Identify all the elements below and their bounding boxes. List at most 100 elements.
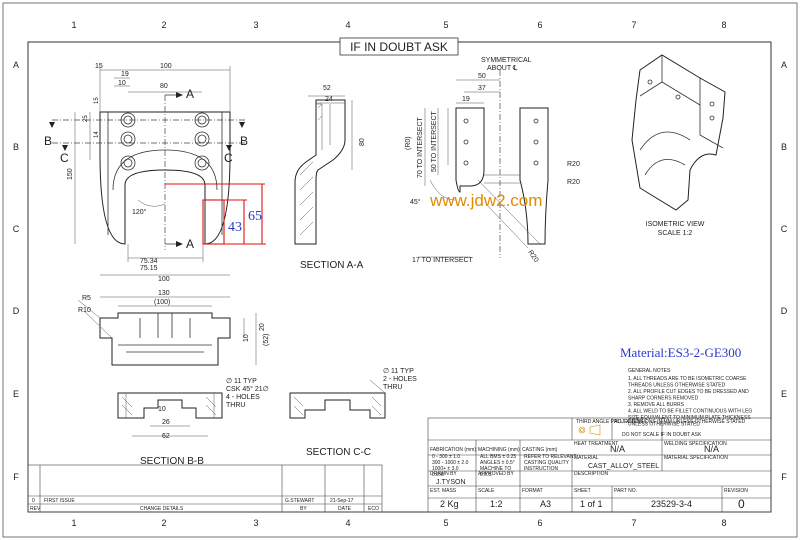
machining-label: MACHINING (mm) [478,447,520,453]
grid-column-label-top: 6 [537,20,542,30]
title-block-lines [27,417,772,513]
section-bb-callout-2: CSK 45° 21∅ [226,385,269,393]
dim-10: 10 [118,80,126,87]
dim-75-15: 75.15 [140,265,158,272]
section-arrow-label-c-left: C [60,151,69,165]
revision-header-rev: REV [30,506,41,512]
heat-treatment-value: N/A [610,444,625,454]
grid-row-label-left: D [13,306,20,316]
projection-label: THIRD ANGLE PROJECTION [576,419,643,425]
bottom-view [77,296,257,366]
dim-100-top: 100 [160,63,172,70]
section-bb-dim-10: 10 [158,406,166,413]
approved-by-label: APPROVED BY [478,471,515,477]
isometric-title-line2: SCALE 1:2 [658,230,693,237]
revision-row-by: G.STEWART [285,498,314,504]
revision-row-details: FIRST ISSUE [44,498,75,504]
side-view-dim-50: 50 [478,73,486,80]
side-view-dim-17: 17 TO INTERSECT [412,257,474,264]
sheet-label: SHEET [574,488,591,494]
grid-column-label-top: 5 [443,20,448,30]
grid-column-label-top: 7 [631,20,636,30]
drawn-by-value: J.TYSON [436,479,466,486]
dim-19: 19 [121,71,129,78]
dim-15: 15 [95,63,103,70]
grid-column-label-bottom: 2 [161,518,166,528]
scale-label: SCALE [478,488,495,494]
symmetry-note-line1: SYMMETRICAL [481,57,532,64]
section-cc-callout-2: 2 - HOLES [383,376,417,383]
general-notes-heading: GENERAL NOTES [628,368,671,374]
revision-value: 0 [738,497,745,511]
est-mass-label: EST. MASS [430,488,457,494]
section-aa-view [294,95,353,245]
machining-line: MACHINE TO [480,466,511,472]
section-arrow-label-c-right: C [224,151,233,165]
general-note-line: 1. ALL THREADS ARE TO BE ISOMETRIC COARS… [628,376,747,382]
side-view-r20-lower: R20 [526,249,539,264]
material-spec-label: MATERIAL SPECIFICATION [664,455,728,461]
grid-row-label-right: F [781,472,787,482]
dims-in-mm-note: ALL DIMENSIONS IN MM UNLESS OTHERWISE ST… [614,419,746,425]
casting-line: CASTING QUALITY [524,460,570,466]
general-note-line: SHARP CORNERS REMOVED [628,396,699,402]
grid-column-label-bottom: 6 [537,518,542,528]
side-view-dim-19: 19 [462,96,470,103]
grid-column-label-top: 3 [253,20,258,30]
est-mass-value: 2 Kg [440,499,459,509]
grid-row-label-left: C [13,224,20,234]
revision-header-eco: ECO [368,506,379,512]
general-note-line: THREADS UNLESS OTHERWISE STATED [628,383,726,389]
header-note: IF IN DOUBT ASK [350,40,448,54]
section-bb-callout-4: THRU [226,402,245,409]
red-dim-65: 65 [248,209,262,224]
format-label: FORMAT [522,488,543,494]
grid-column-label-top: 4 [345,20,350,30]
section-bb-dim-62: 62 [162,433,170,440]
revision-header-date: DATE [338,506,352,512]
dim-75-34: 75.34 [140,258,158,265]
format-value: A3 [540,499,551,509]
dim-25: 25 [83,115,89,122]
symmetry-note-line2: ABOUT ℄ [487,65,518,72]
do-not-scale-note: DO NOT SCALE IF IN DOUBT ASK [622,432,702,438]
grid-row-label-left: F [13,472,19,482]
section-cc-title: SECTION C-C [306,447,371,458]
side-view-r20-upper: R20 [567,161,580,168]
isometric-title-line1: ISOMETRIC VIEW [646,221,705,228]
section-aa-title: SECTION A-A [300,260,364,271]
machining-line: ALL BMS ± 0.25 [480,454,516,460]
front-view [49,66,266,276]
part-no-label: PART NO. [614,488,637,494]
grid-column-label-bottom: 8 [721,518,726,528]
front-view-labels: 15 100 19 10 80 25 15 14 150 120° 75.34 … [44,63,262,283]
part-no-value: 23529-3-4 [651,499,692,509]
section-arrow-label-a-bottom: A [186,237,194,251]
section-bb-title: SECTION B-B [140,456,204,467]
section-arrow-label-a-top: A [186,87,194,101]
description-label: DESCRIPTION [574,471,609,477]
side-view-r20-mid: R20 [567,179,580,186]
fabrication-line: 0.0.0. [432,472,445,478]
grid-row-label-right: E [781,389,787,399]
revision-row-rev: 0 [32,498,35,504]
side-view-dim-70: 70 TO INTERSECT [417,116,424,178]
grid-row-label-right: B [781,142,787,152]
general-note-line: 3. REMOVE ALL BURRS [628,402,685,408]
isometric-view [631,54,726,211]
dim-80: 80 [160,83,168,90]
watermark: www.jdw2.com [429,191,542,210]
section-arrow-label-b-left: B [44,134,52,148]
section-aa-dim-24: 24 [325,96,333,103]
grid-column-label-bottom: 3 [253,518,258,528]
bottom-view-dim-100: (100) [154,299,170,306]
material-value: CAST_ALLOY_STEEL [588,463,659,470]
section-cc-callout-3: THRU [383,384,402,391]
bottom-view-r10: R10 [78,307,91,314]
drawn-by-label: DRAWN BY [430,471,457,477]
